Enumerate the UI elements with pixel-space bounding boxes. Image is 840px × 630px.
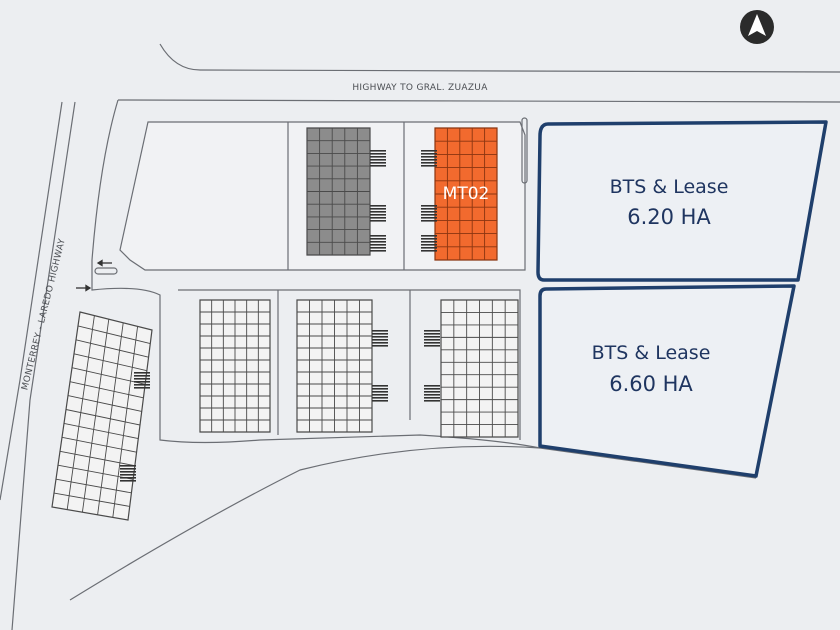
loading-dock [372,400,388,402]
loading-dock [421,214,437,216]
loading-dock [424,336,440,338]
loading-dock [134,375,150,377]
loading-dock [372,345,388,347]
loading-dock [372,336,388,338]
loading-dock [424,345,440,347]
loading-dock [370,241,386,243]
loading-dock [370,235,386,237]
loading-dock [370,150,386,152]
loading-dock [370,238,386,240]
loading-dock [421,150,437,152]
top-highway-label: HIGHWAY TO GRAL. ZUAZUA [352,83,488,93]
loading-dock [421,238,437,240]
left-highway-label: MONTERREY - LAREDO HIGHWAY [20,237,67,391]
loading-dock [372,342,388,344]
loading-dock [421,235,437,237]
loading-dock [372,330,388,332]
lot-2[interactable]: BTS & Lease 6.60 HA [538,284,796,478]
loading-dock [421,159,437,161]
loading-dock [134,381,150,383]
loading-dock [370,205,386,207]
loading-dock [372,388,388,390]
loading-dock [421,156,437,158]
loading-dock [421,153,437,155]
north-arrow-icon [740,10,774,44]
loading-dock [421,165,437,167]
loading-dock [120,465,136,467]
loading-dock [424,397,440,399]
traffic-arrows [76,259,112,292]
building-available-1 [199,299,271,433]
loading-dock [370,250,386,252]
loading-dock [120,474,136,476]
loading-dock [370,217,386,219]
building-mt02 [434,127,498,261]
loading-dock [424,391,440,393]
loading-dock [424,385,440,387]
loading-dock [424,339,440,341]
loading-dock [134,384,150,386]
loading-dock [421,211,437,213]
loading-dock [134,372,150,374]
lot-1-area: 6.20 HA [627,205,711,229]
lot-2-area: 6.60 HA [609,372,693,396]
loading-dock [424,394,440,396]
loading-dock [421,208,437,210]
loading-dock [370,208,386,210]
loading-dock [120,471,136,473]
loading-dock [424,342,440,344]
loading-dock [372,385,388,387]
buildings [51,127,519,521]
loading-dock [372,391,388,393]
loading-dock [370,220,386,222]
loading-dock [370,211,386,213]
loading-dock [421,250,437,252]
loading-dock [120,480,136,482]
loading-dock [372,333,388,335]
loading-dock [370,244,386,246]
lot-1-title: BTS & Lease [610,176,729,198]
loading-dock [120,477,136,479]
loading-dock [134,378,150,380]
loading-dock [372,339,388,341]
building-available-3 [440,299,519,438]
mt02-label: MT02 [443,184,490,204]
loading-dock [424,400,440,402]
loading-dock [421,241,437,243]
loading-dock [370,159,386,161]
loading-dock [421,162,437,164]
loading-dock [421,247,437,249]
loading-dock [370,214,386,216]
loading-dock [421,220,437,222]
loading-dock [372,394,388,396]
loading-dock [370,247,386,249]
loading-dock [421,244,437,246]
loading-dock [424,388,440,390]
loading-dock [370,153,386,155]
lot-2-title: BTS & Lease [592,342,711,364]
loading-dock [424,333,440,335]
loading-dock [421,205,437,207]
building-available-2 [296,299,373,433]
loading-dock [370,162,386,164]
loading-dock [421,217,437,219]
loading-dock [120,468,136,470]
loading-dock [424,330,440,332]
loading-dock [370,156,386,158]
loading-dock [134,387,150,389]
building-occupied [306,127,371,256]
building-available-4 [51,311,153,521]
loading-dock [370,165,386,167]
loading-dock [372,397,388,399]
lot-1[interactable]: BTS & Lease 6.20 HA [536,120,828,282]
